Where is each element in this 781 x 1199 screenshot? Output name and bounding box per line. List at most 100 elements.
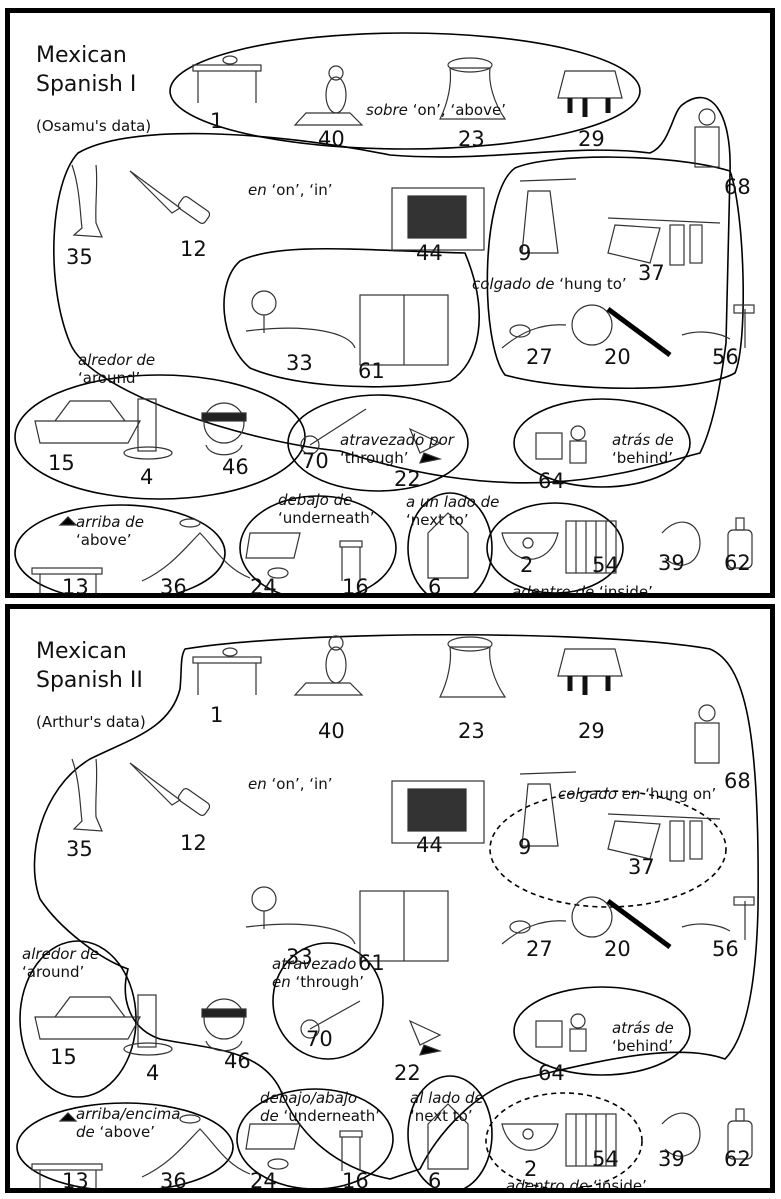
label-arriba: arriba de‘above’: [76, 513, 144, 549]
head-headband-picture: [201, 998, 247, 1052]
branch-picture: [501, 920, 567, 945]
item-number: 64: [538, 469, 565, 493]
item-number: 20: [604, 937, 631, 961]
item-number: 35: [66, 245, 93, 269]
item-number: 9: [518, 241, 532, 265]
arrow-apple-picture: [300, 408, 367, 455]
item-number: 70: [302, 449, 329, 473]
region-colgado: [489, 790, 727, 908]
bottle-picture: [727, 1108, 753, 1160]
item-number: 15: [48, 451, 75, 475]
item-number: 2: [520, 553, 534, 577]
table-picture: [192, 647, 262, 695]
sign-post-picture: [681, 304, 755, 348]
label-adentro: adentro de ‘inside’: [512, 583, 653, 598]
item-number: 29: [578, 127, 605, 151]
item-number: 36: [160, 575, 187, 598]
item-number: 22: [394, 467, 421, 491]
region-atravezado: [287, 394, 469, 492]
item-number: 12: [180, 831, 207, 855]
item-number: 36: [160, 1169, 187, 1193]
item-number: 27: [526, 345, 553, 369]
panel-1-drawing: [14, 32, 755, 593]
label-en: en ‘on’, ‘in’: [248, 775, 333, 793]
arrow-apple-picture: [300, 1000, 361, 1039]
mobile-picture: [408, 427, 443, 464]
label-atras: atrás de‘behind’: [612, 431, 674, 467]
region-colgado: [486, 156, 744, 390]
stump-picture: [439, 57, 507, 120]
doghouse-picture: [427, 512, 469, 579]
region-en: [33, 633, 759, 1180]
tablecloth-picture: [557, 648, 623, 695]
label-colgado: colgado de ‘hung to’: [472, 275, 627, 293]
item-number: 4: [140, 465, 154, 489]
cat-on-rug-picture: [293, 635, 364, 696]
item-number: 16: [342, 1169, 369, 1193]
item-number: 39: [658, 551, 685, 575]
item-number: 44: [416, 833, 443, 857]
chair-picture: [339, 540, 363, 581]
landscape-picture: [245, 886, 356, 945]
panel-2-drawing: [16, 633, 759, 1188]
man-shirt-picture: [694, 704, 720, 764]
doghouse-picture: [427, 1103, 469, 1170]
item-number: 15: [50, 1045, 77, 1069]
label-adentro: adentro de ‘inside’: [506, 1177, 647, 1193]
label-atravezado: atravezado por‘through’: [340, 431, 454, 467]
panel-1-source: (Osamu's data): [36, 117, 152, 135]
item-number: 13: [62, 1169, 89, 1193]
coat-rack-picture: [519, 178, 577, 254]
item-number: 33: [286, 351, 313, 375]
bowl-apple-picture: [501, 1123, 559, 1151]
region-atravezado: [272, 942, 384, 1060]
item-number: 13: [62, 575, 89, 598]
panel-2-title: Mexican Spanish II: [36, 639, 143, 693]
label-alrededor: alredor de‘around’: [22, 945, 100, 981]
item-number: 20: [604, 345, 631, 369]
item-number: 24: [250, 575, 277, 598]
table-picture: [192, 55, 262, 103]
item-number: 16: [342, 575, 369, 598]
label-en: en ‘on’, ‘in’: [248, 181, 333, 199]
region-sobre: [169, 32, 641, 150]
panel-mexican-spanish-2: Mexican Spanish II (Arthur's data) en ‘o…: [5, 604, 775, 1193]
cage-picture: [565, 1113, 617, 1167]
item-number: 62: [724, 1147, 751, 1171]
item-number: 22: [394, 1061, 421, 1085]
item-number: 35: [66, 837, 93, 861]
item-number: 40: [318, 719, 345, 743]
label-atras: atrás de‘behind’: [612, 1019, 674, 1055]
label-alado: a un lado de‘next to’: [406, 493, 500, 529]
leg-picture: [71, 164, 103, 238]
fireplace-picture: [391, 187, 485, 251]
region-adentro: [485, 1092, 643, 1188]
item-number: 61: [358, 359, 385, 383]
stump-picture: [439, 636, 507, 698]
door-picture: [359, 890, 449, 962]
item-number: 23: [458, 719, 485, 743]
region-alrededor: [19, 940, 137, 1098]
item-number: 1: [210, 703, 224, 727]
head-headband-picture: [201, 402, 247, 456]
label-sobre: sobre ‘on’, ‘above’: [366, 101, 506, 119]
chair-picture: [339, 1130, 363, 1171]
region-atras: [513, 986, 691, 1076]
knife-picture: [129, 170, 211, 224]
region-debajo: [236, 1088, 394, 1188]
item-number: 68: [724, 175, 751, 199]
cat-on-rug-picture: [293, 65, 364, 126]
item-number: 39: [658, 1147, 685, 1171]
item-number: 54: [592, 553, 619, 577]
item-number: 56: [712, 345, 739, 369]
panel-mexican-spanish-1: Mexican Spanish I (Osamu's data) sobre ‘…: [5, 8, 775, 598]
clothesline-picture: [607, 217, 721, 266]
coat-rack-picture: [519, 771, 577, 847]
mountain-cloud-picture: [141, 1114, 251, 1178]
table-lamp-picture: [31, 516, 103, 593]
item-number: 64: [538, 1061, 565, 1085]
item-number: 29: [578, 719, 605, 743]
region-alado: [407, 1075, 493, 1188]
